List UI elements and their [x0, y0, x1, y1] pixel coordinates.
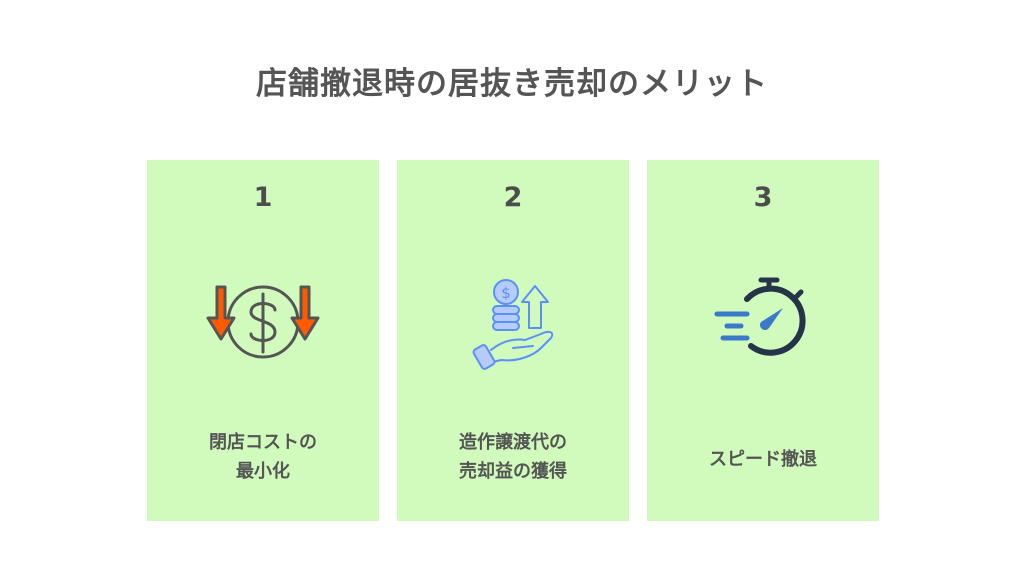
card-number: 3 [753, 182, 773, 213]
card-label: 閉店コストの 最小化 [209, 432, 317, 482]
card-label: スピード撤退 [709, 449, 817, 470]
merit-card-2: 2 $ 造作譲渡代の 売却益の獲得 [397, 160, 629, 521]
card-number: 2 [503, 182, 523, 213]
page-title: 店舗撤退時の居抜き売却のメリット [256, 66, 768, 102]
merit-card-3: 3 スピード撤退 [647, 160, 879, 521]
merit-card-1: 1 閉店コストの 最小化 [147, 160, 379, 521]
dollar-cost-down-icon [203, 272, 323, 372]
card-number: 1 [253, 182, 273, 213]
hand-coins-growth-icon: $ [453, 272, 573, 372]
svg-text:$: $ [501, 284, 511, 302]
card-label: 造作譲渡代の 売却益の獲得 [459, 432, 567, 482]
fast-stopwatch-icon [703, 272, 823, 372]
